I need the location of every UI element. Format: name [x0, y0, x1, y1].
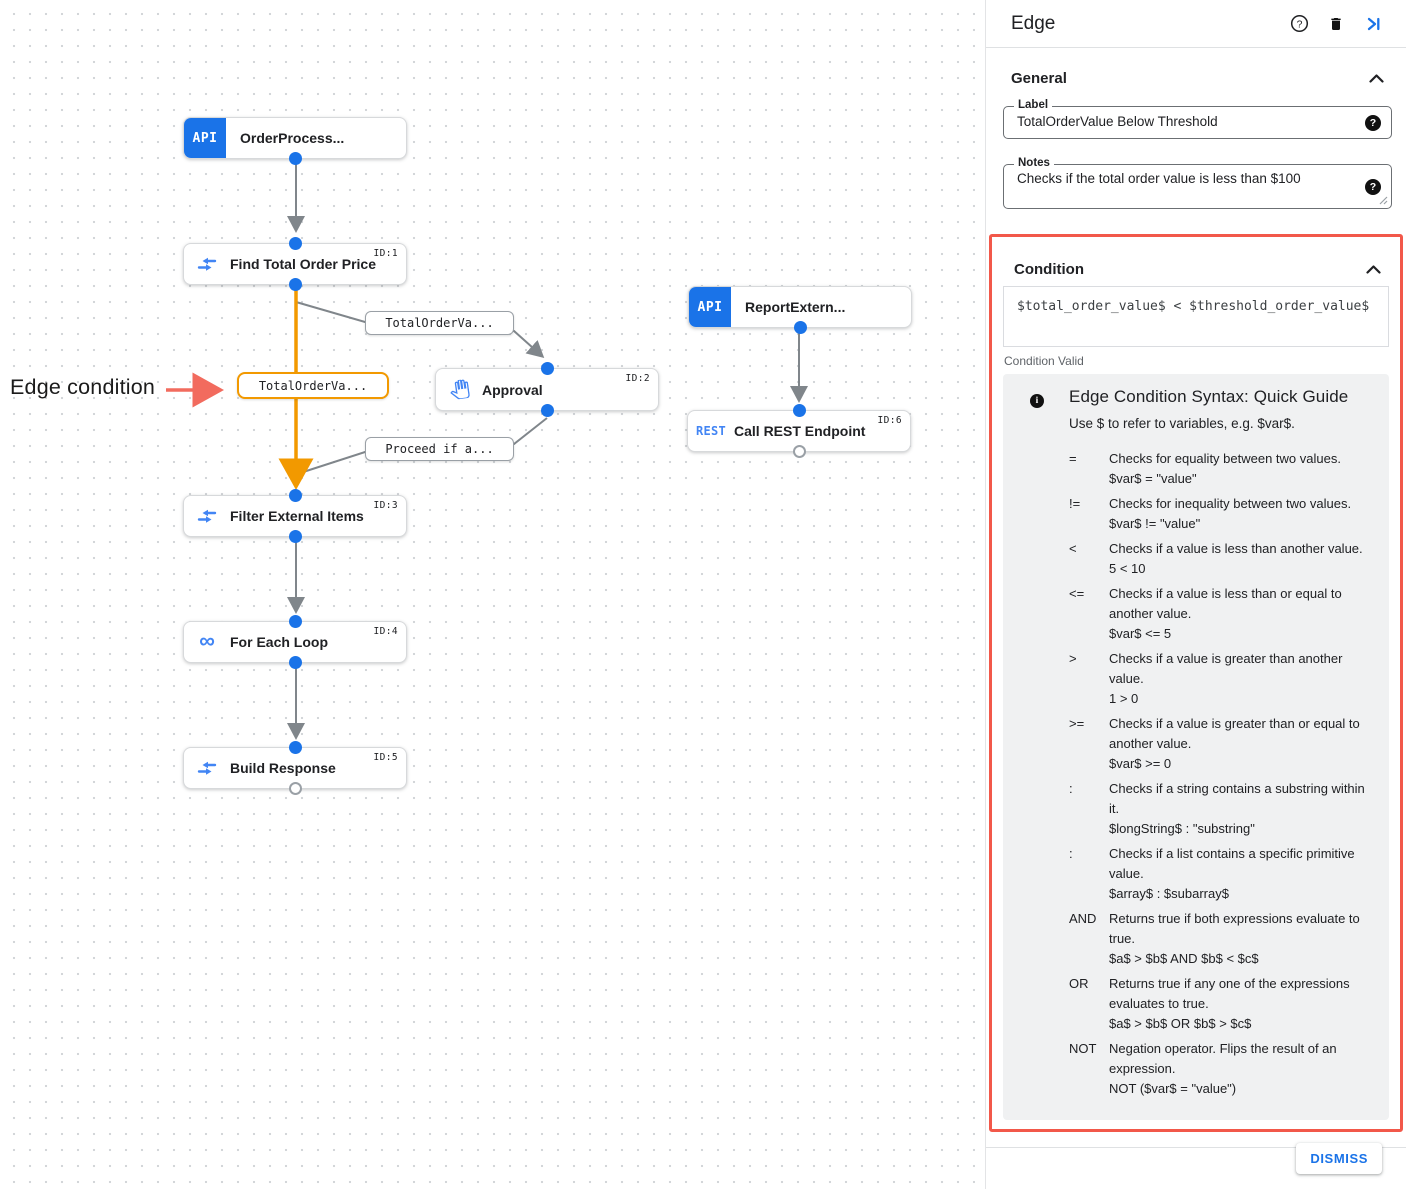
condition-valid-status: Condition Valid	[1004, 354, 1084, 368]
node-id-badge: ID:6	[877, 415, 902, 426]
notes-field-label: Notes	[1014, 157, 1054, 169]
node-title: For Each Loop	[230, 634, 328, 650]
chevron-up-icon[interactable]	[1369, 73, 1384, 83]
node-id-badge: ID:2	[625, 373, 650, 384]
panel-header: Edge ?	[986, 0, 1406, 48]
canvas-dot-grid	[0, 0, 975, 1185]
node-title: Call REST Endpoint	[734, 423, 866, 439]
guide-row: :Checks if a list contains a specific pr…	[1069, 846, 1355, 901]
api-trigger-icon: API	[184, 118, 226, 158]
connector-dot[interactable]	[288, 741, 302, 754]
guide-row: :Checks if a string contains a substring…	[1069, 781, 1365, 836]
connector-dot[interactable]	[792, 404, 806, 417]
connector-dot-empty[interactable]	[792, 445, 806, 458]
node-title: Filter External Items	[230, 508, 364, 524]
node-id-badge: ID:5	[373, 752, 398, 763]
connector-dot[interactable]	[288, 530, 302, 543]
node-id-badge: ID:4	[373, 626, 398, 637]
guide-row: <=Checks if a value is less than or equa…	[1069, 586, 1342, 641]
flow-canvas[interactable]: API OrderProcess... Find Total Order Pri…	[0, 0, 985, 1189]
data-mapping-icon	[184, 761, 230, 776]
connector-dot-empty[interactable]	[288, 782, 302, 795]
edge-label-totalordervalue-selected[interactable]: TotalOrderVa...	[237, 372, 389, 399]
connector-dot[interactable]	[540, 404, 554, 417]
guide-title: Edge Condition Syntax: Quick Guide	[1069, 387, 1349, 406]
guide-row: =Checks for equality between two values.…	[1069, 451, 1341, 486]
guide-rows: =Checks for equality between two values.…	[1069, 449, 1377, 1099]
general-section-header[interactable]: General	[986, 65, 1406, 91]
help-icon[interactable]: ?	[1289, 14, 1309, 34]
connector-dot[interactable]	[793, 321, 807, 334]
node-filter-external-items[interactable]: Filter External Items ID:3	[183, 489, 407, 543]
connector-dot[interactable]	[540, 362, 554, 375]
loop-infinity-icon: ∞	[199, 627, 215, 653]
connector-dot[interactable]	[288, 656, 302, 669]
label-input[interactable]	[1017, 114, 1347, 129]
panel-footer: DISMISS	[986, 1143, 1406, 1189]
edge-label-proceed-if[interactable]: Proceed if a...	[365, 437, 514, 461]
edge-config-panel: Edge ? General Label ? N	[985, 0, 1406, 1189]
condition-section-header[interactable]: Condition	[992, 256, 1400, 282]
collapse-panel-icon[interactable]	[1363, 14, 1383, 34]
approval-hand-icon	[436, 379, 482, 400]
syntax-quick-guide: i Edge Condition Syntax: Quick Guide Use…	[1003, 374, 1389, 1120]
node-title: ReportExtern...	[745, 299, 846, 315]
connector-dot[interactable]	[288, 615, 302, 628]
guide-row: !=Checks for inequality between two valu…	[1069, 496, 1352, 531]
node-id-badge: ID:1	[373, 248, 398, 259]
label-field-label: Label	[1014, 99, 1053, 111]
notes-help-icon[interactable]: ?	[1365, 179, 1381, 195]
node-call-rest-endpoint[interactable]: REST Call REST Endpoint ID:6	[687, 404, 911, 458]
guide-intro: Use $ to refer to variables, e.g. $var$.	[1069, 416, 1295, 431]
notes-field: Notes Checks if the total order value is…	[1003, 157, 1392, 209]
chevron-up-icon[interactable]	[1366, 264, 1381, 274]
api-trigger-icon: API	[689, 287, 731, 327]
svg-text:?: ?	[1296, 19, 1302, 30]
guide-row: >=Checks if a value is greater than or e…	[1069, 716, 1360, 771]
delete-icon[interactable]	[1326, 14, 1346, 34]
node-reportexternal-trigger[interactable]: API ReportExtern...	[688, 286, 912, 334]
connector-dot[interactable]	[288, 489, 302, 502]
resize-handle-icon[interactable]	[1379, 196, 1388, 205]
general-section-title: General	[1011, 69, 1067, 87]
condition-expression-input[interactable]: $total_order_value$ < $threshold_order_v…	[1003, 286, 1389, 347]
node-title: Find Total Order Price	[230, 256, 376, 272]
info-icon: i	[1030, 394, 1044, 408]
condition-section-title: Condition	[1014, 260, 1084, 278]
guide-row: <Checks if a value is less than another …	[1069, 541, 1363, 576]
dismiss-button[interactable]: DISMISS	[1296, 1143, 1382, 1174]
node-title: Approval	[482, 381, 543, 398]
edge-connectors	[166, 160, 808, 740]
node-title: Build Response	[230, 760, 336, 776]
data-mapping-icon	[184, 257, 230, 272]
edge-label-totalordervalue-approval[interactable]: TotalOrderVa...	[365, 311, 514, 335]
node-approval[interactable]: Approval ID:2	[435, 362, 659, 417]
label-help-icon[interactable]: ?	[1365, 115, 1381, 131]
node-build-response[interactable]: Build Response ID:5	[183, 741, 407, 795]
node-find-total-order-price[interactable]: Find Total Order Price ID:1	[183, 237, 407, 291]
connector-dot[interactable]	[288, 237, 302, 250]
node-for-each-loop[interactable]: ∞ For Each Loop ID:4	[183, 615, 407, 669]
connector-dot[interactable]	[288, 152, 302, 165]
edge-condition-annotation: Edge condition	[10, 375, 156, 399]
rest-task-icon: REST	[695, 424, 727, 438]
connector-dot[interactable]	[288, 278, 302, 291]
panel-title: Edge	[1011, 12, 1056, 34]
node-id-badge: ID:3	[373, 500, 398, 511]
node-orderprocess-trigger[interactable]: API OrderProcess...	[183, 117, 407, 165]
notes-input[interactable]: Checks if the total order value is less …	[1017, 171, 1347, 203]
label-field: Label ?	[1003, 99, 1392, 139]
data-mapping-icon	[184, 509, 230, 524]
guide-row: >Checks if a value is greater than anoth…	[1069, 651, 1343, 706]
node-title: OrderProcess...	[240, 130, 345, 146]
condition-highlight-box: Condition $total_order_value$ < $thresho…	[989, 234, 1403, 1132]
